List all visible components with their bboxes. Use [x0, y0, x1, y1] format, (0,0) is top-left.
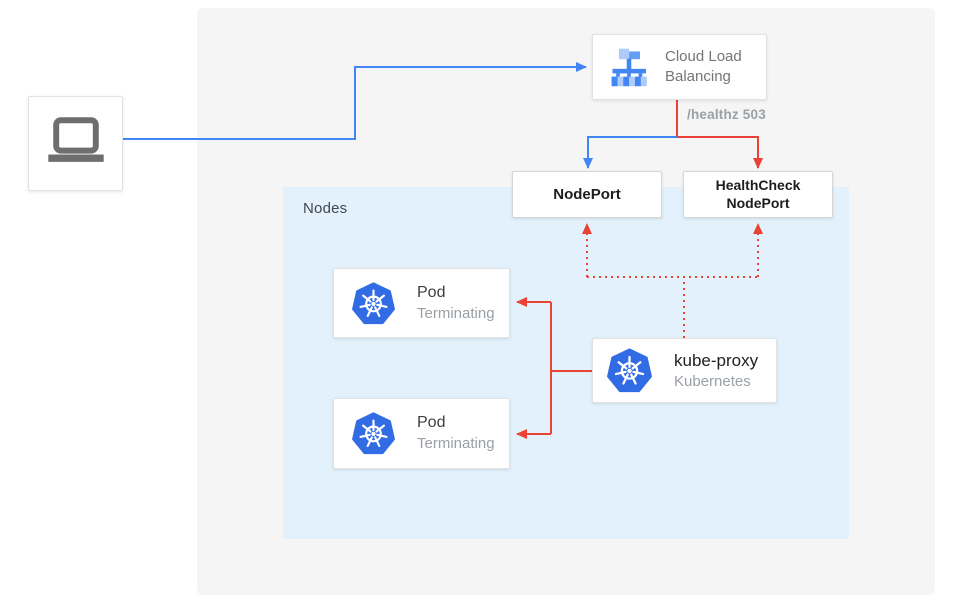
kube-proxy-node: kube-proxy Kubernetes: [592, 338, 777, 403]
kube-proxy-subtitle: Kubernetes: [674, 372, 751, 390]
pod-node-1: Pod Terminating: [333, 268, 510, 338]
kubernetes-icon: [352, 412, 395, 455]
laptop-icon: [47, 116, 104, 162]
pod-status: Terminating: [417, 304, 495, 322]
cloud-load-balancing-node: Cloud Load Balancing: [592, 34, 767, 100]
nodes-group-label: Nodes: [303, 200, 348, 217]
cloud-load-balancing-icon: [611, 48, 647, 87]
edge-clb-to-nodeport: [583, 136, 677, 169]
nodeport-label: NodePort: [553, 186, 621, 203]
cloud-load-balancing-label: Cloud Load Balancing: [665, 47, 742, 85]
healthcheck-nodeport-label: HealthCheck NodePort: [715, 177, 801, 211]
edge-clb-to-healthcheck-nodeport: [676, 100, 763, 169]
healthz-status-label: /healthz 503: [687, 107, 766, 122]
kube-proxy-title: kube-proxy: [674, 350, 759, 370]
nodeport-node: NodePort: [512, 171, 662, 218]
pod-status: Terminating: [417, 435, 495, 453]
edge-client-to-clb: [123, 62, 587, 140]
kubernetes-icon: [607, 348, 652, 393]
pod-node-2: Pod Terminating: [333, 398, 510, 469]
kubernetes-icon: [352, 281, 395, 324]
pod-title: Pod: [417, 283, 446, 301]
healthcheck-nodeport-node: HealthCheck NodePort: [683, 171, 833, 218]
pod-title: Pod: [417, 414, 446, 432]
client-node: [28, 96, 123, 191]
edge-kubeproxy-branch: [550, 302, 592, 434]
